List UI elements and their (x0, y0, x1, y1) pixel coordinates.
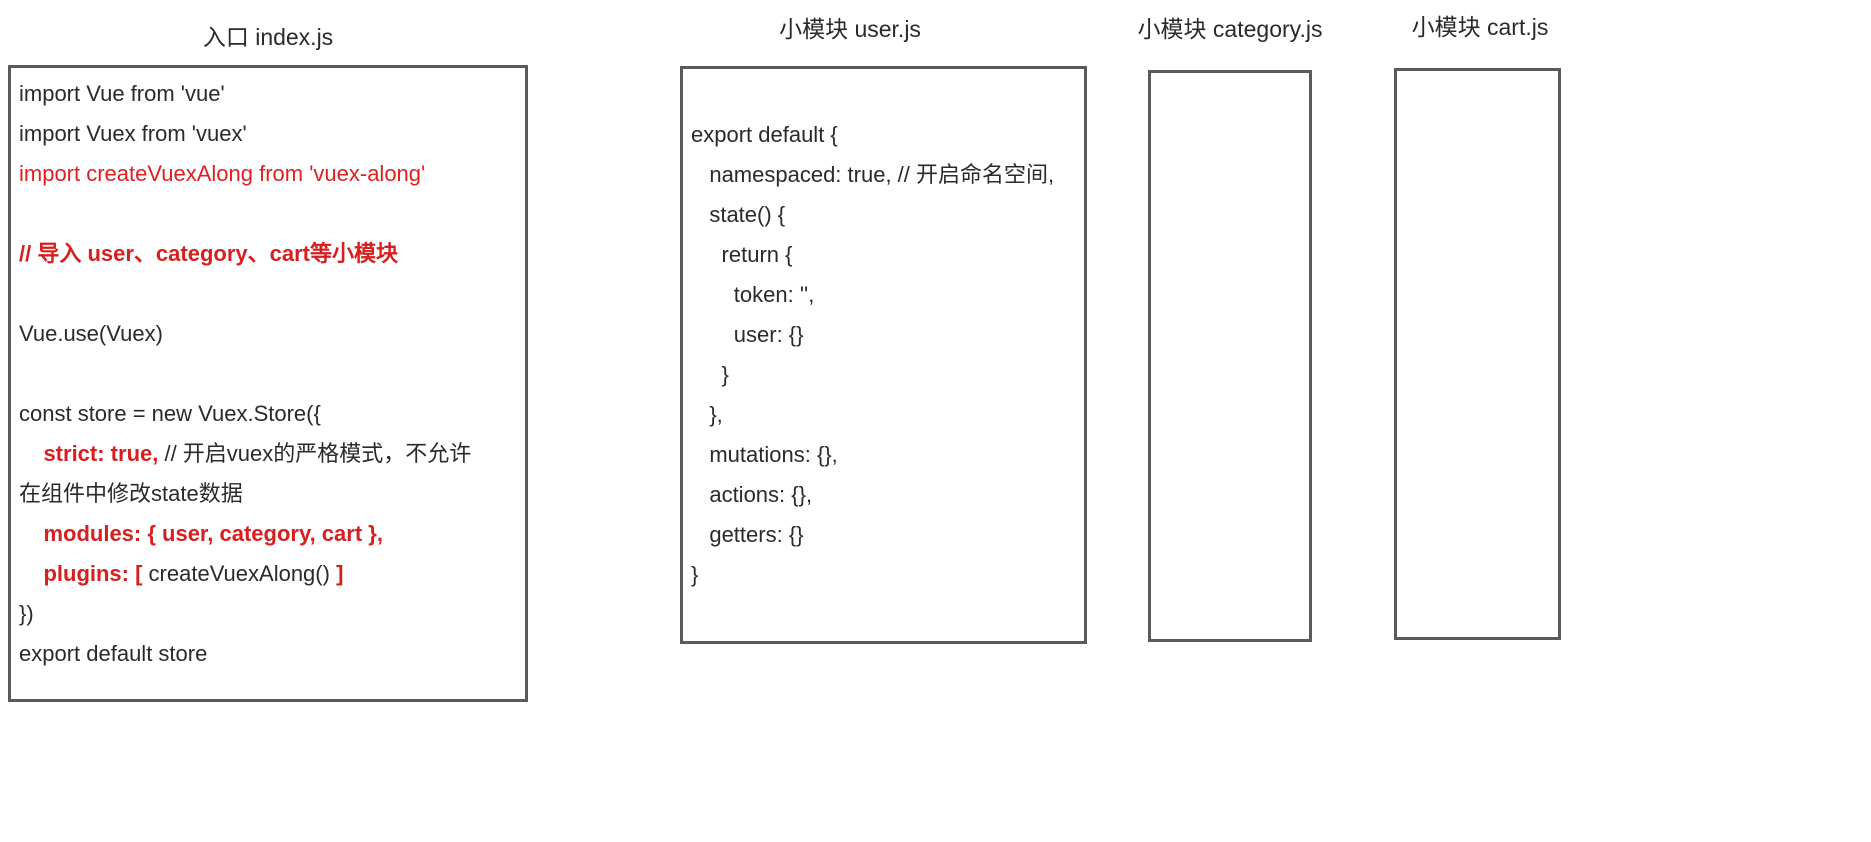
code-line: import createVuexAlong from 'vuex-along' (19, 154, 517, 194)
code-span: actions: {}, (691, 482, 813, 507)
code-line: namespaced: true, // 开启命名空间, (691, 155, 1076, 195)
code-line: modules: { user, category, cart }, (19, 514, 517, 554)
code-line: Vue.use(Vuex) (19, 314, 517, 354)
code-box-user-js: export default { namespaced: true, // 开启… (680, 66, 1087, 644)
code-box-cart-js (1394, 68, 1561, 640)
code-line: } (691, 355, 1076, 395)
panel-title-user-js: 小模块 user.js (779, 16, 921, 42)
code-body-cart-js (1397, 71, 1558, 83)
code-box-index-js: import Vue from 'vue' import Vuex from 'v… (8, 65, 528, 702)
code-line: getters: {} (691, 515, 1076, 555)
code-span: Vue.use(Vuex) (19, 321, 163, 346)
code-span: export default { (691, 122, 838, 147)
code-span (19, 201, 25, 226)
code-line: }, (691, 395, 1076, 435)
code-span: import createVuexAlong from 'vuex-along' (19, 161, 426, 186)
code-line: strict: true, // 开启vuex的严格模式，不允许 (19, 434, 517, 474)
panel-title-index-js: 入口 index.js (202, 24, 334, 50)
code-span: state() { (691, 202, 786, 227)
code-span: import Vuex from 'vuex' (19, 121, 247, 146)
code-line: 在组件中修改state数据 (19, 474, 517, 514)
code-span: }, (691, 402, 723, 427)
code-line: } (691, 555, 1076, 595)
code-box-category-js (1148, 70, 1312, 642)
code-span: } (691, 562, 699, 587)
code-span: // 导入 user、category、cart等小模块 (19, 241, 398, 266)
code-span: // 开启vuex的严格模式，不允许 (158, 441, 472, 466)
code-span: plugins: [ (19, 561, 143, 586)
code-line: return { (691, 235, 1076, 275)
code-body-category-js (1151, 73, 1309, 85)
code-span: 在组件中修改state数据 (19, 481, 243, 506)
code-line: actions: {}, (691, 475, 1076, 515)
code-line: import Vue from 'vue' (19, 74, 517, 114)
code-line: const store = new Vuex.Store({ (19, 394, 517, 434)
code-span (19, 281, 25, 306)
code-span: import Vue from 'vue' (19, 81, 225, 106)
code-body-user-js: export default { namespaced: true, // 开启… (683, 69, 1084, 601)
code-span: return { (691, 242, 793, 267)
code-line: mutations: {}, (691, 435, 1076, 475)
code-span: namespaced: true, // 开启命名空间, (691, 162, 1055, 187)
code-line (19, 274, 517, 314)
code-line: state() { (691, 195, 1076, 235)
code-span: ] (336, 561, 344, 586)
code-line (691, 75, 1076, 115)
code-span (19, 361, 25, 386)
code-line: }) (19, 594, 517, 634)
panel-title-cart-js: 小模块 cart.js (1411, 14, 1549, 40)
code-line: export default store (19, 634, 517, 674)
code-span: getters: {} (691, 522, 804, 547)
code-span: mutations: {}, (691, 442, 838, 467)
code-span: const store = new Vuex.Store({ (19, 401, 321, 426)
code-span: export default store (19, 641, 208, 666)
code-span: user: {} (691, 322, 804, 347)
code-line: user: {} (691, 315, 1076, 355)
code-line: token: '', (691, 275, 1076, 315)
code-line (19, 194, 517, 234)
panel-title-category-js: 小模块 category.js (1137, 16, 1323, 42)
code-line: plugins: [ createVuexAlong() ] (19, 554, 517, 594)
code-span: strict: true, (19, 441, 159, 466)
code-line (19, 354, 517, 394)
code-span (691, 82, 697, 107)
code-body-index-js: import Vue from 'vue' import Vuex from 'v… (11, 68, 525, 680)
code-line: // 导入 user、category、cart等小模块 (19, 234, 517, 274)
code-span: createVuexAlong() (142, 561, 337, 586)
code-span: }) (19, 601, 34, 626)
code-span: token: '', (691, 282, 815, 307)
code-span: modules: { user, category, cart }, (19, 521, 383, 546)
code-span: } (691, 362, 729, 387)
code-line: import Vuex from 'vuex' (19, 114, 517, 154)
code-line: export default { (691, 115, 1076, 155)
